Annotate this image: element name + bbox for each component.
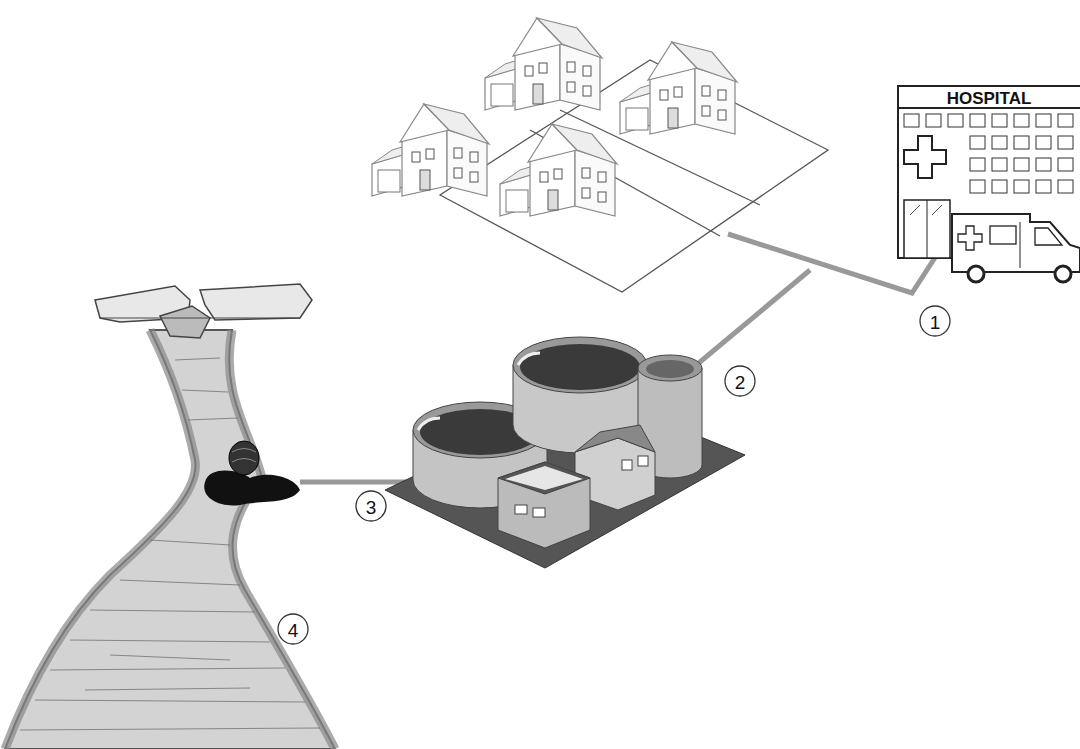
ambulance [952, 214, 1080, 282]
building-sign: HOSPITAL [947, 90, 1032, 107]
broken-bridge [95, 284, 312, 338]
treatment-plant [385, 337, 745, 568]
callout-number: 4 [288, 621, 299, 640]
callout-number: 3 [366, 498, 377, 517]
callout-number: 2 [735, 373, 746, 392]
river [5, 330, 335, 749]
outfall-discharge [204, 441, 300, 506]
callout-number: 1 [930, 313, 941, 332]
callout-circle [278, 306, 950, 644]
